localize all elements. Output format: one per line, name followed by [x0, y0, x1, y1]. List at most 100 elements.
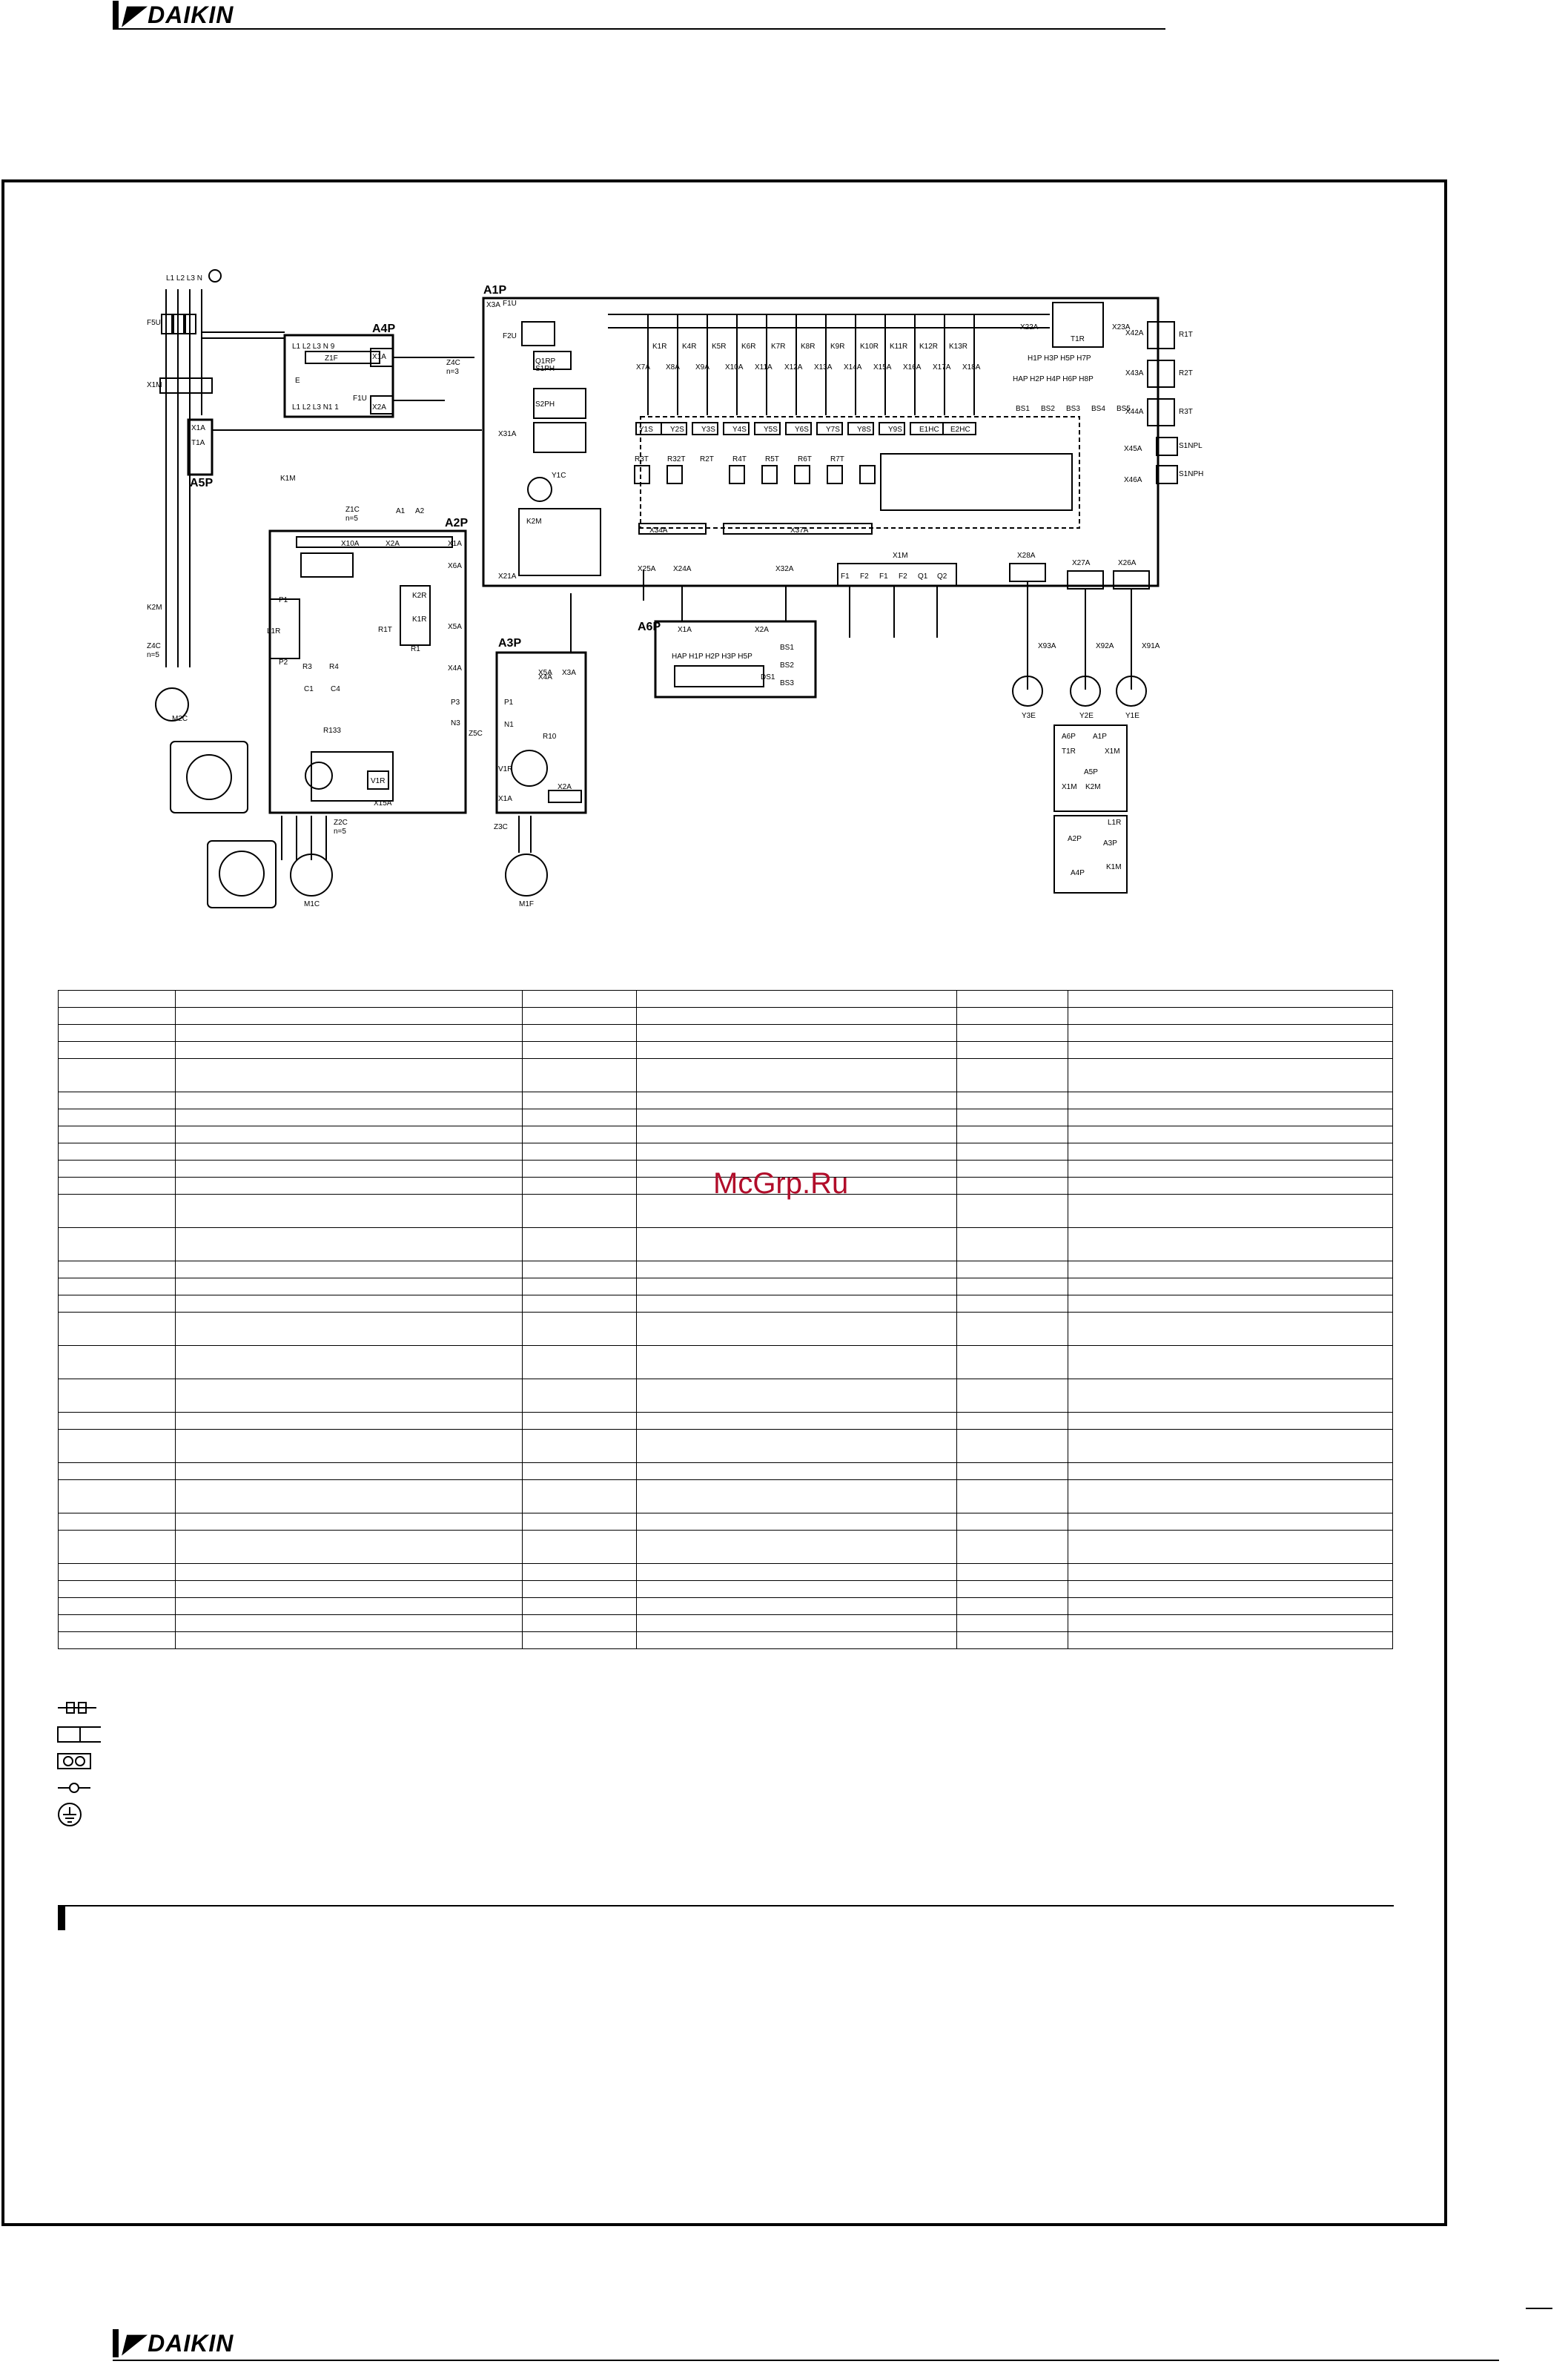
- valve-label: Y6S: [795, 426, 809, 434]
- table-cell: [956, 1312, 1068, 1346]
- footer-rule: [113, 2360, 1499, 2361]
- table-cell: [522, 1479, 637, 1513]
- button-label: BS4: [1091, 405, 1105, 413]
- x27a-label: X27A: [1072, 559, 1091, 567]
- a2p-r1t-label: R1T: [378, 626, 392, 634]
- table-cell: [956, 1462, 1068, 1480]
- table-cell: [58, 1041, 176, 1059]
- table-cell: [175, 1177, 523, 1195]
- table-cell: [1068, 1160, 1393, 1178]
- table-cell: [956, 1143, 1068, 1161]
- ev-y2e-label: Y2E: [1079, 712, 1094, 720]
- table-cell: [58, 1177, 176, 1195]
- connector-label: X9A: [695, 363, 709, 372]
- table-cell: [1068, 1530, 1393, 1564]
- table-cell: [1068, 1345, 1393, 1379]
- a2p-x6a-label: X6A: [448, 562, 462, 570]
- table-cell: [956, 1580, 1068, 1598]
- table-cell: [636, 1024, 957, 1042]
- a1p-s1ph-label: S1PH: [535, 365, 555, 373]
- table-cell: [1068, 1379, 1393, 1413]
- table-cell: [522, 1614, 637, 1632]
- table-cell: [636, 1530, 957, 1564]
- relay-label: K1R: [652, 343, 666, 351]
- table-cell: [175, 1462, 523, 1480]
- table-cell: [175, 1312, 523, 1346]
- table-cell: [1068, 1194, 1393, 1228]
- connector-label: X13A: [814, 363, 833, 372]
- table-cell: [175, 1379, 523, 1413]
- table-cell: [58, 1462, 176, 1480]
- table-cell: [175, 1261, 523, 1278]
- layout-a5p-label: A5P: [1084, 768, 1098, 776]
- daikin-mark-icon: ◤: [123, 2329, 144, 2357]
- table-cell: [175, 1295, 523, 1313]
- table-cell: [636, 990, 957, 1008]
- table-cell: [636, 1143, 957, 1161]
- a2p-r133-label: R133: [323, 727, 341, 735]
- table-cell: [522, 1007, 637, 1025]
- table-cell: [58, 1379, 176, 1413]
- table-row: [58, 1227, 1393, 1261]
- table-row: [58, 1261, 1393, 1278]
- table-cell: [636, 1345, 957, 1379]
- table-cell: [956, 1177, 1068, 1195]
- table-cell: [58, 1631, 176, 1649]
- fuse-f5u-label: F5U: [147, 319, 161, 327]
- table-cell: [1068, 1429, 1393, 1463]
- relay-label: K4R: [682, 343, 696, 351]
- a1p-label: A1P: [483, 284, 506, 297]
- contactor-a2-label: A2: [415, 507, 425, 515]
- a1p-x34a-label: X34A: [649, 526, 668, 535]
- sensor-r2t-label: R2T: [1179, 369, 1193, 377]
- connector-icon: [58, 1702, 96, 1714]
- table-cell: [1068, 1479, 1393, 1513]
- table-cell: [522, 1227, 637, 1261]
- z4c-top-label: Z4C: [446, 359, 460, 367]
- a4p-outputs-label: L1 L2 L3 N1 1: [292, 403, 339, 412]
- footer-brand: DAIKIN: [148, 2329, 234, 2357]
- table-row: [58, 1614, 1393, 1632]
- connector-label: X15A: [873, 363, 892, 372]
- a1p-f1u-label: F1U: [503, 300, 517, 308]
- a1p-x23a-label: X23A: [1112, 323, 1131, 331]
- table-cell: [1068, 1024, 1393, 1042]
- table-cell: [956, 1429, 1068, 1463]
- a1p-x31a-label: X31A: [498, 430, 517, 438]
- table-cell: [1068, 1177, 1393, 1195]
- thermistor-label: R2T: [700, 455, 714, 463]
- table-cell: [956, 1345, 1068, 1379]
- table-cell: [58, 1412, 176, 1430]
- table-cell: [522, 1109, 637, 1126]
- table-cell: [1068, 1261, 1393, 1278]
- table-cell: [956, 1007, 1068, 1025]
- connector-label: X8A: [666, 363, 680, 372]
- table-cell: [522, 1126, 637, 1143]
- table-row: [58, 1563, 1393, 1581]
- table-cell: [175, 1058, 523, 1092]
- table-cell: [636, 1007, 957, 1025]
- a1p-t1r-label: T1R: [1071, 335, 1085, 343]
- table-cell: [175, 1597, 523, 1615]
- x92a-label: X92A: [1096, 642, 1114, 650]
- a6p-leds-label: HAP H1P H2P H3P H5P: [672, 653, 752, 661]
- layout-a1p-label: A1P: [1093, 733, 1107, 741]
- table-cell: [175, 1412, 523, 1430]
- table-row: [58, 1412, 1393, 1430]
- table-cell: [956, 1041, 1068, 1059]
- table-cell: [175, 1143, 523, 1161]
- field-wiring-icon: [58, 1783, 90, 1793]
- table-cell: [956, 1379, 1068, 1413]
- table-cell: [58, 1227, 176, 1261]
- a1p-leds-bottom-label: HAP H2P H4P H6P H8P: [1013, 375, 1094, 383]
- content-frame: [1, 179, 1447, 2226]
- sensor-r3t-label: R3T: [1179, 408, 1193, 416]
- relay-label: K8R: [801, 343, 815, 351]
- table-row: [58, 1109, 1393, 1126]
- wiring-diagram: L1 L2 L3 N F5U X1M A4P L1 L2 L3 N 9 Z1F …: [0, 0, 1568, 920]
- valve-label: Y7S: [826, 426, 840, 434]
- table-cell: [522, 1092, 637, 1109]
- a2p-x4a-label: X4A: [448, 664, 462, 673]
- valve-label: Y2S: [670, 426, 684, 434]
- table-cell: [636, 1462, 957, 1480]
